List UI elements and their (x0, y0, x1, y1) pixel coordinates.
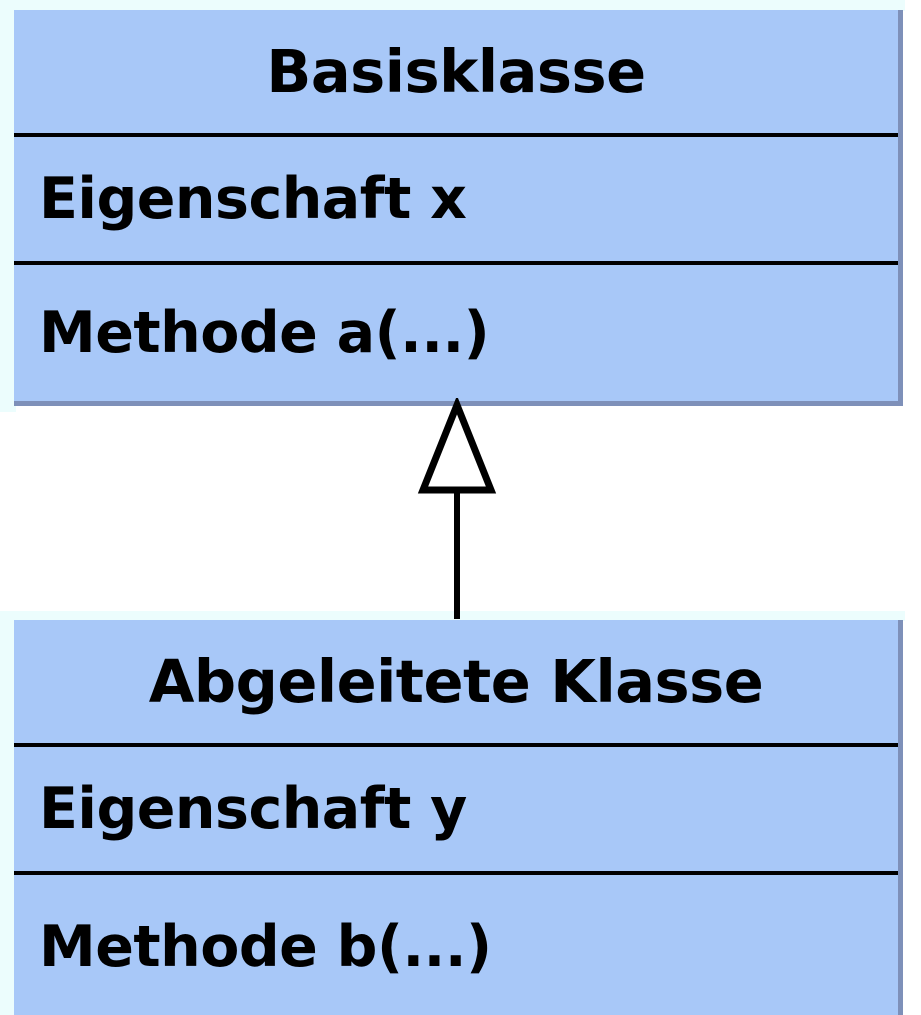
class-name-compartment-derived: Abgeleitete Klasse (14, 620, 898, 743)
class-name-base: Basisklasse (266, 37, 646, 106)
generalization-connector[interactable] (415, 398, 499, 624)
class-operation-derived-0: Methode b(...) (39, 914, 492, 980)
class-attributes-compartment-derived: Eigenschaft y (14, 743, 898, 871)
class-operations-compartment-base: Methode a(...) (14, 261, 898, 401)
class-box-derived[interactable]: Abgeleitete Klasse Eigenschaft y Methode… (14, 620, 903, 1015)
hollow-triangle-icon (417, 398, 497, 494)
class-attributes-compartment-base: Eigenschaft x (14, 133, 898, 261)
class-name-derived: Abgeleitete Klasse (148, 647, 764, 716)
class-operations-compartment-derived: Methode b(...) (14, 871, 898, 1015)
class-attribute-derived-0: Eigenschaft y (39, 775, 467, 842)
class-box-base[interactable]: Basisklasse Eigenschaft x Methode a(...) (14, 10, 903, 406)
class-attribute-base-0: Eigenschaft x (39, 165, 467, 232)
class-operation-base-0: Methode a(...) (39, 299, 490, 366)
class-name-compartment-base: Basisklasse (14, 10, 898, 133)
